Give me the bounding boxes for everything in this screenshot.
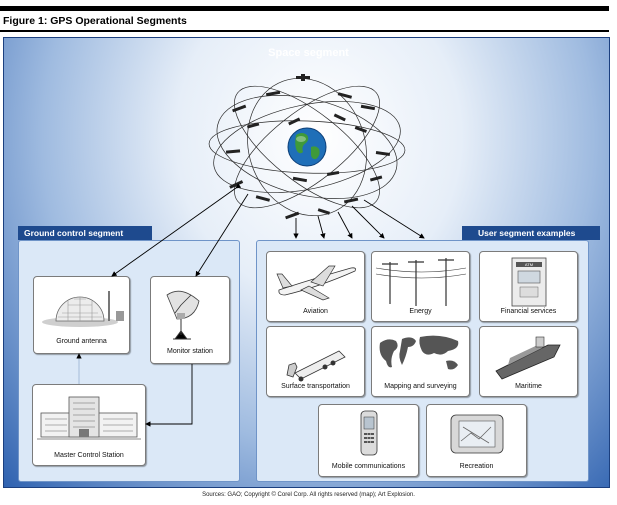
figure-title: Figure 1: GPS Operational Segments [3, 15, 187, 27]
atm-icon [511, 257, 547, 307]
master-control-station-label: Master Control Station [54, 452, 124, 459]
energy-card: Energy [371, 251, 470, 322]
satellite-icon [317, 208, 331, 215]
satellite-icon [333, 113, 346, 122]
satellite-icon [354, 126, 367, 133]
title-rule [0, 30, 609, 32]
aviation-label: Aviation [303, 308, 328, 315]
ship-icon [495, 336, 561, 380]
mapping-and-surveying-label: Mapping and surveying [384, 383, 457, 390]
orbit-ring [208, 120, 406, 174]
satellite-icon [292, 176, 308, 183]
airplane-icon [276, 265, 356, 301]
energy-label: Energy [409, 308, 432, 315]
satellite-icons [225, 74, 391, 220]
world-map-icon [379, 335, 459, 370]
financial-services-label: Financial services [500, 308, 557, 315]
radome-icon [42, 291, 124, 327]
arrow-monitor-to-master [145, 364, 193, 427]
maritime-card: Maritime [479, 326, 578, 397]
orbit-ring [234, 85, 380, 209]
surface-transportation-card: Surface transportation [266, 326, 365, 397]
space-segment-title: Space segment [268, 47, 349, 59]
recreation-label: Recreation [459, 463, 494, 470]
satellite-icon [337, 92, 353, 99]
satellite-icon [375, 151, 391, 156]
financial-services-card: ATM Financial services [479, 251, 578, 322]
ground-antenna-label: Ground antenna [56, 338, 107, 345]
truck-icon [286, 350, 346, 382]
mobile-communications-card: Mobile communications [318, 404, 419, 477]
source-note: Sources: GAO; Copyright © Corel Corp. Al… [202, 492, 415, 498]
mobile-phone-icon [360, 410, 378, 456]
monitor-station-card: Monitor station [150, 276, 230, 364]
satellite-dish-icon [166, 290, 200, 340]
arrow-satellite-to-monitor [195, 193, 249, 277]
maritime-label: Maritime [515, 383, 542, 390]
orbit-ring [213, 101, 401, 193]
arrow-space-to-users [363, 199, 425, 239]
satellite-icon [255, 195, 271, 202]
earth-icon [287, 127, 327, 167]
satellite-icon [360, 104, 376, 111]
ground-antenna-card: Ground antenna [33, 276, 130, 354]
satellite-icon [296, 74, 310, 81]
top-rule [0, 6, 609, 11]
mobile-communications-label: Mobile communications [331, 463, 406, 470]
gps-device-icon [450, 414, 504, 454]
arrow-satellite-to-antenna [111, 183, 242, 277]
satellite-icon [232, 104, 247, 113]
orbit-ring [216, 95, 398, 199]
user-segment-title: User segment examples [462, 226, 600, 240]
building-icon [37, 396, 141, 440]
atm-sign: ATM [524, 262, 534, 267]
satellite-icon [369, 175, 383, 182]
aviation-card: Aviation [266, 251, 365, 322]
satellite-icon [225, 149, 241, 154]
master-control-station-card: Master Control Station [32, 384, 146, 466]
satellite-icon [343, 197, 359, 204]
recreation-card: Recreation [426, 404, 527, 477]
monitor-station-label: Monitor station [167, 348, 213, 355]
arrow-space-to-users [317, 215, 326, 239]
satellite-icon [326, 170, 340, 177]
satellite-icon [246, 122, 260, 129]
satellite-icon [285, 211, 300, 220]
satellite-icon [265, 90, 281, 97]
mapping-and-surveying-card: Mapping and surveying [371, 326, 470, 397]
arrow-space-to-users [337, 211, 353, 239]
satellite-icon [288, 117, 301, 126]
surface-transportation-label: Surface transportation [281, 383, 350, 390]
arrow-space-to-users [351, 205, 385, 239]
power-lines-icon [375, 258, 467, 306]
